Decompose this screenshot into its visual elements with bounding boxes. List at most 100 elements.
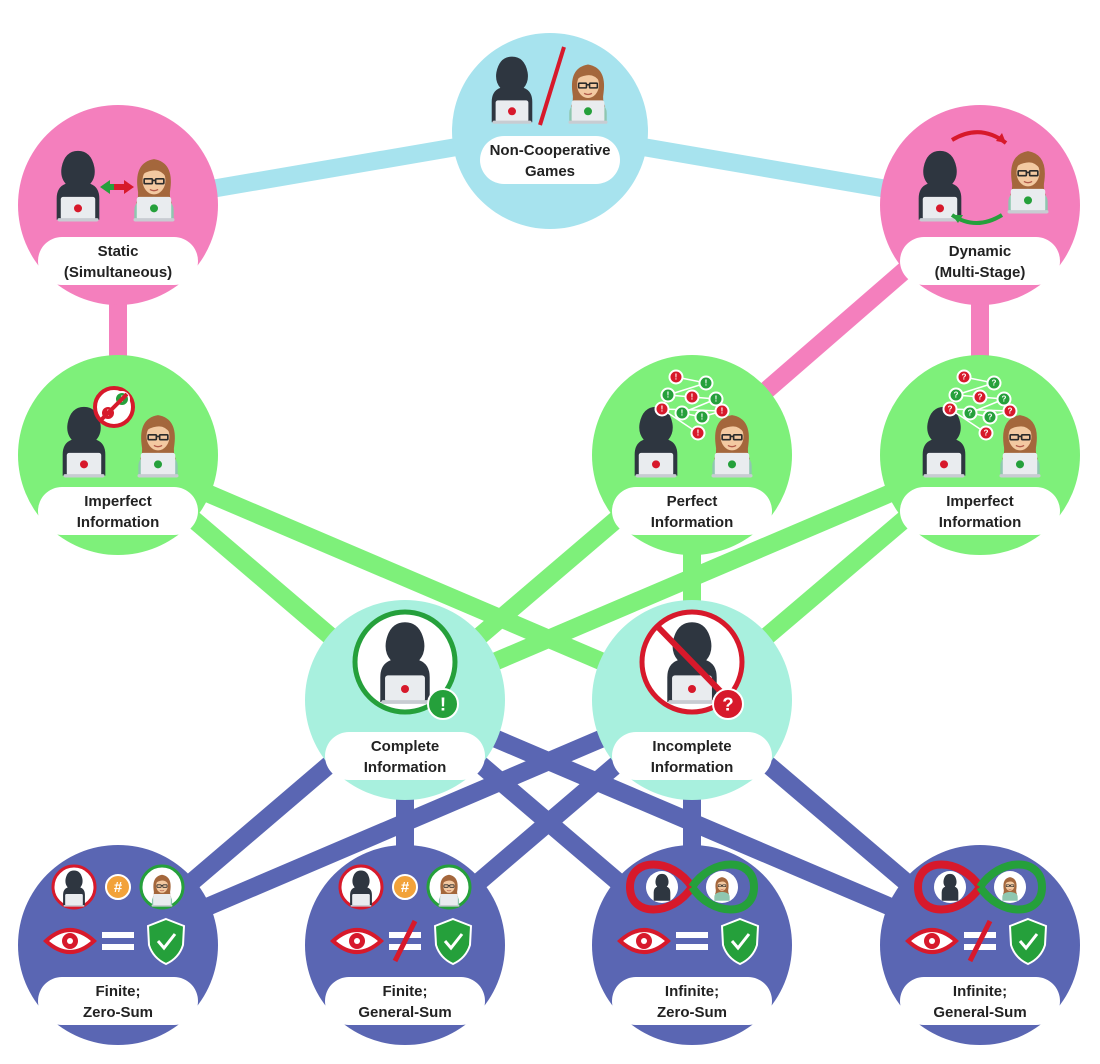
attacker-icon	[62, 406, 106, 478]
swap-arrow-right	[114, 180, 134, 194]
question-badge: ?	[1002, 403, 1018, 419]
led-dot	[584, 107, 592, 116]
svg-text:!: !	[697, 429, 700, 438]
node-label-line2: General-Sum	[933, 1004, 1026, 1021]
led-dot	[154, 460, 162, 469]
question-badge: ?	[972, 389, 988, 405]
defender-icon	[133, 158, 175, 222]
led-dot	[74, 204, 82, 213]
node-label-line2: Zero-Sum	[83, 1004, 153, 1021]
framed-players-icon: #	[51, 864, 185, 910]
svg-text:!: !	[440, 693, 446, 714]
question-badge: ?	[996, 391, 1012, 407]
svg-text:?: ?	[722, 693, 733, 714]
attacker-icon	[918, 150, 962, 222]
node-label-line1: Complete	[371, 738, 439, 755]
led-dot	[652, 460, 660, 469]
svg-text:?: ?	[978, 393, 983, 402]
edge-dyn_imperfect-to-complete	[401, 446, 984, 709]
svg-text:?: ?	[1008, 407, 1013, 416]
attacker-icon	[491, 56, 533, 124]
svg-text:?: ?	[988, 413, 993, 422]
led-dot	[940, 460, 948, 469]
node-label-line2: Information	[651, 514, 734, 531]
svg-text:!: !	[667, 391, 670, 400]
exclaim-badge: !	[708, 391, 724, 407]
pair-split-icon	[491, 46, 608, 126]
led-dot	[1024, 196, 1032, 205]
exclaim-badge: !	[674, 405, 690, 421]
exclaim-badge: !	[427, 688, 459, 720]
node-label-line1: Perfect	[667, 493, 718, 510]
defender-icon	[1007, 150, 1049, 214]
svg-text:?: ?	[984, 429, 989, 438]
node-label-line1: Non-Cooperative	[490, 142, 611, 159]
node-dynamic: Dynamic(Multi-Stage)	[880, 105, 1080, 305]
node-label-line1: Imperfect	[84, 493, 152, 510]
shield-icon	[146, 917, 186, 966]
split-slash	[538, 46, 566, 126]
framed-players-icon: #	[338, 864, 472, 910]
exclaim-badge: !	[698, 375, 714, 391]
svg-text:?: ?	[948, 405, 953, 414]
question-badge: ?	[978, 425, 994, 441]
label-pill	[900, 237, 1060, 285]
svg-text:!: !	[705, 379, 708, 388]
node-label-line2: Zero-Sum	[657, 1004, 727, 1021]
eye-not-equal-shield-icon	[330, 917, 473, 966]
node-label-line2: Games	[525, 163, 575, 180]
shield-icon	[433, 917, 473, 966]
shield-icon	[720, 917, 760, 966]
edge-layer	[109, 122, 989, 954]
exclaim-badge: !	[690, 425, 706, 441]
question-badge: ?	[986, 375, 1002, 391]
svg-text:?: ?	[1002, 395, 1007, 404]
pair-question-network-icon: ??????????	[922, 369, 1041, 478]
node-label-line2: Information	[77, 514, 160, 531]
question-badge: ?	[962, 405, 978, 421]
node-label-line1: Infinite;	[953, 983, 1007, 1000]
pair-cycle-arrows-icon	[918, 130, 1049, 225]
attacker-icon	[922, 406, 966, 478]
svg-text:!: !	[661, 405, 664, 414]
eye-equals-shield-icon: #	[43, 864, 186, 966]
node-label-line1: Infinite;	[665, 983, 719, 1000]
infinity-eye-equals-shield-icon	[617, 860, 760, 966]
label-pill	[480, 136, 620, 184]
svg-text:!: !	[701, 413, 704, 422]
node-label-line2: Information	[651, 759, 734, 776]
label-pill	[38, 237, 198, 285]
defender-icon	[137, 414, 179, 478]
led-dot	[728, 460, 736, 469]
node-label-line2: Information	[364, 759, 447, 776]
led-dot	[150, 204, 158, 213]
eye-not-equal-shield-icon	[905, 917, 1048, 966]
label-pill	[325, 732, 485, 780]
exclaim-badge: !	[714, 403, 730, 419]
label-pill	[325, 977, 485, 1025]
attacker-icon	[634, 406, 678, 478]
node-finite-zero: #Finite;Zero-Sum	[18, 845, 218, 1045]
infinity-icon	[913, 860, 1047, 914]
svg-text:?: ?	[992, 379, 997, 388]
eye-equals-shield-icon	[43, 917, 186, 966]
node-static: Static(Simultaneous)	[18, 105, 218, 305]
svg-text:!: !	[681, 409, 684, 418]
infinity-eye-not-equal-shield-icon	[905, 860, 1048, 966]
not-equal-slash	[392, 919, 418, 963]
pair-swap-arrows-icon	[56, 150, 175, 222]
node-finite-general: #Finite;General-Sum	[305, 845, 505, 1045]
exclaim-badge: !	[668, 369, 684, 385]
defender-icon	[568, 63, 608, 124]
label-pill	[900, 487, 1060, 535]
node-label-line2: (Multi-Stage)	[935, 264, 1026, 281]
node-infinite-general: Infinite; General-Sum	[880, 845, 1080, 1045]
svg-text:!: !	[675, 373, 678, 382]
label-pill	[612, 732, 772, 780]
